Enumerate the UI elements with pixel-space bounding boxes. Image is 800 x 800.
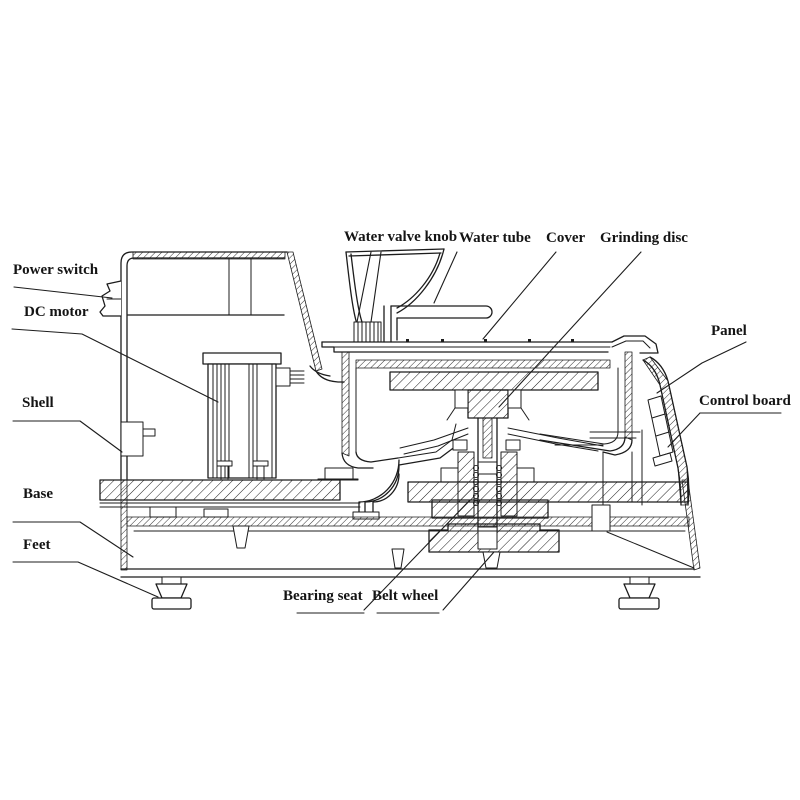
shell-outline [120, 251, 345, 480]
dc-motor-part [202, 352, 305, 480]
cover-part [321, 335, 659, 354]
feet-part [151, 576, 660, 610]
grinding-disc-part [389, 371, 599, 421]
shaft-assembly [399, 417, 604, 531]
water-valve-knob-part [350, 321, 385, 343]
panel-part [589, 356, 690, 506]
label-water-tube: Water tube [459, 230, 531, 246]
label-power-switch: Power switch [13, 262, 99, 278]
label-dc-motor: DC motor [24, 304, 89, 320]
control-board-part [647, 395, 674, 467]
label-cover: Cover [546, 230, 586, 246]
label-control-board: Control board [699, 393, 791, 409]
label-grinding-disc: Grinding disc [600, 230, 688, 246]
tub-part [317, 351, 633, 519]
drain-elbow-part [352, 459, 400, 520]
label-water-valve-knob: Water valve knob [344, 229, 458, 245]
label-base: Base [23, 486, 53, 502]
label-panel: Panel [711, 323, 747, 339]
hopper-part [345, 248, 445, 325]
power-switch-part [99, 280, 122, 317]
label-feet: Feet [23, 537, 51, 553]
water-tube-part [383, 305, 493, 343]
label-belt-wheel: Belt wheel [372, 588, 439, 604]
label-shell: Shell [22, 395, 54, 411]
leader-lines [11, 251, 782, 614]
label-bearing-seat: Bearing seat [283, 588, 363, 604]
